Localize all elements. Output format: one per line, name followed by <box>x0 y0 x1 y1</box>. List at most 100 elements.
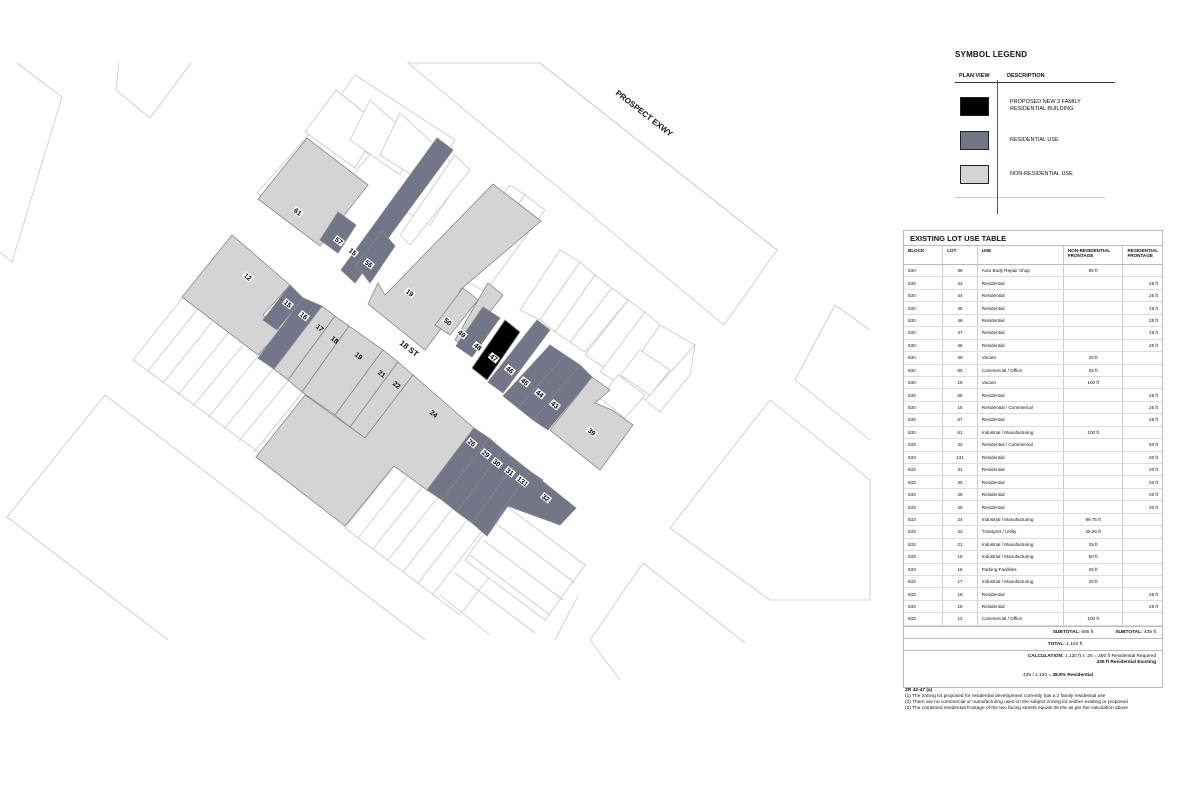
cell-lot: 131 <box>942 451 978 465</box>
lot-46 <box>487 319 551 394</box>
cell-lot: 43 <box>942 276 978 290</box>
cell-lot: 19 <box>942 376 978 390</box>
context-outlines <box>0 62 871 681</box>
legend-item-non-residential: NON-RESIDENTIAL USE <box>955 157 1115 191</box>
cell-non-residential-frontage: 100 ft <box>1062 376 1123 390</box>
cell-residential-frontage: 20 ft <box>1122 488 1162 502</box>
cell-non-residential-frontage: 25.25 ft <box>1062 525 1123 539</box>
cell-residential-frontage: 20 ft <box>1122 500 1162 514</box>
cell-block: 633 <box>904 538 943 552</box>
lot-labels: 61 57 15 55 19 50 49 48 47 46 45 44 43 3… <box>241 205 599 504</box>
cell-residential-frontage <box>1122 376 1162 390</box>
cell-non-residential-frontage <box>1062 276 1123 290</box>
cell-residential-frontage: 20 ft <box>1122 463 1162 477</box>
svg-text:29: 29 <box>480 449 491 459</box>
residential-percentage: 38.8% Residential <box>1052 672 1093 678</box>
header-non-residential-frontage: NON-RESIDENTIAL FRONTAGE <box>1062 246 1123 265</box>
cell-use: Residential / Commerical <box>976 401 1064 415</box>
cell-use: Residential <box>976 500 1064 514</box>
cell-use: Residential <box>976 289 1064 303</box>
cell-non-residential-frontage: 99.75 ft <box>1062 513 1123 527</box>
notes-title: ZR 42-47 (a) <box>905 688 933 693</box>
svg-text:18: 18 <box>329 335 340 345</box>
cell-lot: 39 <box>942 264 978 278</box>
cell-use: Residential <box>976 488 1064 502</box>
cell-use: Industrial / Manufacturing <box>976 513 1064 527</box>
zoning-notes: ZR 42-47 (a) (1) The zoning lot proposed… <box>905 688 1175 712</box>
cell-residential-frontage <box>1122 563 1162 576</box>
cell-non-residential-frontage: 25 ft <box>1062 351 1123 365</box>
residential-swatch <box>960 130 989 150</box>
cell-non-residential-frontage <box>1062 326 1123 340</box>
svg-text:15: 15 <box>282 299 293 309</box>
cell-block: 633 <box>904 475 943 489</box>
cell-non-residential-frontage <box>1062 488 1123 502</box>
legend-baseline <box>955 197 1105 198</box>
svg-text:15: 15 <box>347 247 358 257</box>
cell-use: Residential <box>976 339 1064 353</box>
cell-residential-frontage: 25 ft <box>1122 600 1162 614</box>
cell-lot: 15 <box>942 600 978 614</box>
cell-lot: 47 <box>942 326 978 340</box>
svg-text:61: 61 <box>292 207 303 217</box>
lot-39 <box>549 376 634 471</box>
cell-lot: 57 <box>942 413 978 427</box>
cell-residential-frontage: 60 ft <box>1122 438 1162 452</box>
cell-lot: 21 <box>942 538 978 552</box>
cell-residential-frontage <box>1122 525 1162 539</box>
svg-text:22: 22 <box>391 380 402 390</box>
cell-non-residential-frontage: 25 ft <box>1062 575 1123 589</box>
header-residential-frontage: RESIDENTIAL FRONTAGE <box>1122 246 1162 265</box>
lot-15-south <box>262 284 304 331</box>
cell-use: Residential <box>976 301 1064 315</box>
table-header-row: BLOCK LOT USE NON-RESIDENTIAL FRONTAGE R… <box>904 246 1162 265</box>
cell-use: Vacant <box>976 351 1064 365</box>
cell-use: Residential <box>976 388 1064 402</box>
cell-non-residential-frontage: 100 ft <box>1062 426 1123 440</box>
cell-non-residential-frontage <box>1062 438 1123 452</box>
cell-residential-frontage: 25 ft <box>1122 314 1162 328</box>
cell-non-residential-frontage <box>1062 289 1123 303</box>
cell-non-residential-frontage <box>1062 463 1123 477</box>
cell-block: 630 <box>904 413 943 427</box>
lot-use-table: BLOCK LOT USE NON-RESIDENTIAL FRONTAGE R… <box>904 246 1162 626</box>
svg-text:47: 47 <box>488 353 499 363</box>
cell-non-residential-frontage: 25 ft <box>1062 364 1123 377</box>
cell-residential-frontage <box>1122 612 1162 626</box>
svg-text:57: 57 <box>333 236 344 246</box>
legend-divider <box>997 80 998 214</box>
cell-lot: 19 <box>942 550 978 564</box>
cell-block: 630 <box>904 326 943 340</box>
cell-lot: 44 <box>942 289 978 303</box>
svg-text:16: 16 <box>298 311 309 321</box>
cell-use: Commercial / Office <box>976 364 1064 377</box>
cell-block: 633 <box>904 488 943 502</box>
proposed-swatch <box>960 96 989 116</box>
cell-residential-frontage: 25 ft <box>1122 587 1162 601</box>
cell-block: 630 <box>904 301 943 315</box>
cell-lot: 49 <box>942 351 978 365</box>
note-1: (1) The zoning lot proposed for resident… <box>905 694 1106 699</box>
svg-text:50: 50 <box>442 317 453 327</box>
cell-use: Residential <box>976 475 1064 489</box>
legend-col-plan-view: PLAN VIEW <box>959 73 990 79</box>
svg-text:19: 19 <box>404 288 415 298</box>
legend-title: SYMBOL LEGEND <box>955 50 1028 59</box>
cell-block: 630 <box>904 289 943 303</box>
cell-block: 633 <box>904 438 943 452</box>
cell-residential-frontage: 25 ft <box>1122 401 1162 415</box>
cell-residential-frontage: 25 ft <box>1122 301 1162 315</box>
existing-lot-use-table: EXISTING LOT USE TABLE BLOCK LOT USE NON… <box>903 230 1163 689</box>
cell-block: 633 <box>904 575 943 589</box>
svg-text:44: 44 <box>534 389 545 399</box>
